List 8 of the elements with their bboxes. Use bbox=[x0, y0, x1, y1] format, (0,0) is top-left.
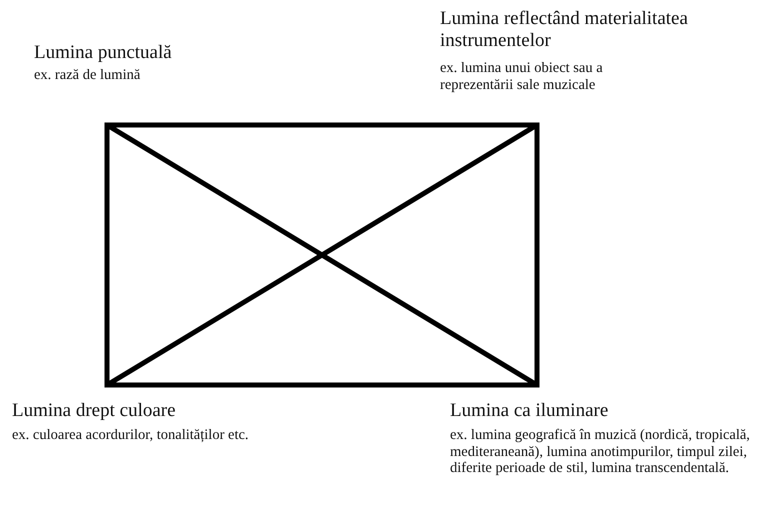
example-text: ex. lumina unui obiect sau a reprezentării sale muzicale bbox=[440, 60, 604, 94]
heading: Lumina punctuală bbox=[34, 42, 173, 64]
heading: Lumina drept culoare bbox=[12, 400, 177, 422]
example-text: ex. rază de lumină bbox=[34, 67, 142, 84]
example-text: ex. culoarea acordurilor, tonalităților etc. bbox=[12, 427, 250, 444]
example-text: ex. lumina geografică în muzică (nordică, tropicală, mediteraneană), lumina anotimpurilor, timpul zilei, diferite perioade de stil, lumina transcendentală. bbox=[450, 427, 751, 478]
heading: Lumina ca iluminare bbox=[450, 400, 610, 422]
heading: Lumina reflectând materialitatea instrumentelor bbox=[440, 8, 689, 52]
